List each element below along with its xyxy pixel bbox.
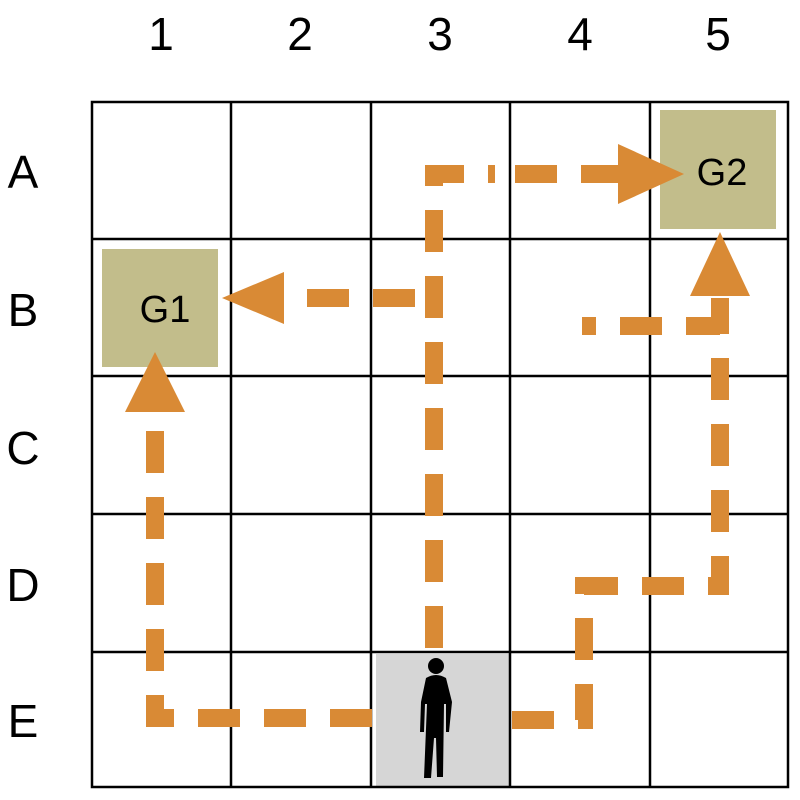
person-silhouette-icon bbox=[420, 658, 452, 778]
column-header: 5 bbox=[705, 8, 731, 60]
row-header: B bbox=[8, 284, 39, 336]
grid bbox=[90, 100, 790, 789]
path-to-g1 bbox=[146, 392, 372, 727]
column-header: 2 bbox=[287, 8, 313, 60]
path-up-center bbox=[425, 165, 495, 648]
grid-border bbox=[90, 100, 790, 789]
paths bbox=[146, 165, 729, 729]
column-header: 4 bbox=[567, 8, 593, 60]
goal-label-g2: G2 bbox=[697, 152, 748, 194]
arrowheads bbox=[125, 144, 750, 412]
goal-box-g1 bbox=[102, 249, 218, 367]
arrowhead-up-g2 bbox=[690, 232, 750, 296]
goal-box-g2 bbox=[660, 110, 776, 229]
path-to-g2 bbox=[512, 317, 729, 729]
column-header: 1 bbox=[148, 8, 174, 60]
goal-label-g1: G1 bbox=[140, 289, 191, 331]
column-headers: 1 2 3 4 5 bbox=[148, 8, 731, 60]
arrowhead-right-g2 bbox=[618, 144, 684, 204]
arrowhead-up-g1 bbox=[125, 352, 185, 412]
row-header: A bbox=[8, 146, 39, 198]
row-header: C bbox=[6, 422, 39, 474]
row-header: D bbox=[6, 559, 39, 611]
arrowhead-left-g1 bbox=[222, 272, 284, 324]
row-headers: A B C D E bbox=[6, 146, 39, 747]
row-header: E bbox=[8, 695, 39, 747]
column-header: 3 bbox=[427, 8, 453, 60]
